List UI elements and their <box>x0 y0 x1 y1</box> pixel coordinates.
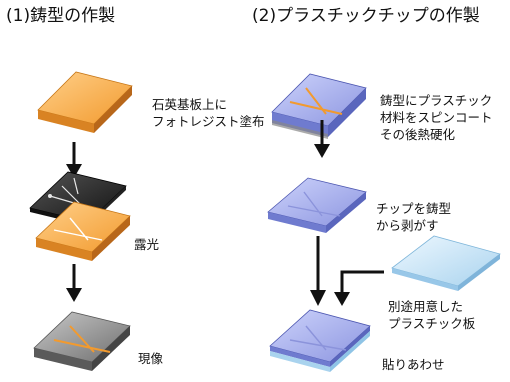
arrow-down-icon <box>66 142 82 178</box>
peeled-chip <box>267 177 367 233</box>
step-label: 露光 <box>134 236 159 253</box>
step-label: チップを鋳型 から剥がす <box>376 200 451 234</box>
section-2-title: (2)プラスチックチップの作製 <box>252 6 480 26</box>
elbow-arrow-icon <box>334 270 384 306</box>
step-label-line: その後熱硬化 <box>380 127 456 142</box>
arrow-down-icon <box>310 236 326 306</box>
developed-mold <box>33 311 131 371</box>
step-label: 石英基板上に フォトレジスト塗布 <box>152 96 265 130</box>
step-label-line: 別途用意した <box>388 299 464 314</box>
step-label-line: から剥がす <box>376 218 439 233</box>
step-label-line: 貼りあわせ <box>382 357 445 372</box>
arrow-down-icon <box>314 120 330 158</box>
step-label-line: プラスチック板 <box>388 316 476 331</box>
spin-coated-mold <box>271 73 367 139</box>
step-label-line: フォトレジスト塗布 <box>152 114 265 129</box>
step-label-line: 露光 <box>134 237 160 252</box>
step-label: 貼りあわせ <box>382 356 445 373</box>
step-label-line: 石英基板上に <box>152 97 228 112</box>
plastic-plate <box>391 235 501 291</box>
step-label-line: 材料をスピンコート <box>380 110 493 125</box>
step-label-line: チップを鋳型 <box>376 201 452 216</box>
step-label: 別途用意した プラスチック板 <box>388 298 475 332</box>
step-label: 現像 <box>138 350 163 367</box>
section-1-title: (1)鋳型の作製 <box>6 6 116 26</box>
step-label-line: 鋳型にプラスチック <box>380 93 493 108</box>
step-label: 鋳型にプラスチック 材料をスピンコート その後熱硬化 <box>380 92 493 143</box>
step-label-line: 現像 <box>138 351 164 366</box>
resist-coated-substrate <box>37 71 133 133</box>
exposed-substrate <box>35 201 131 261</box>
bonded-chip <box>269 309 371 372</box>
arrow-down-icon <box>66 264 82 302</box>
